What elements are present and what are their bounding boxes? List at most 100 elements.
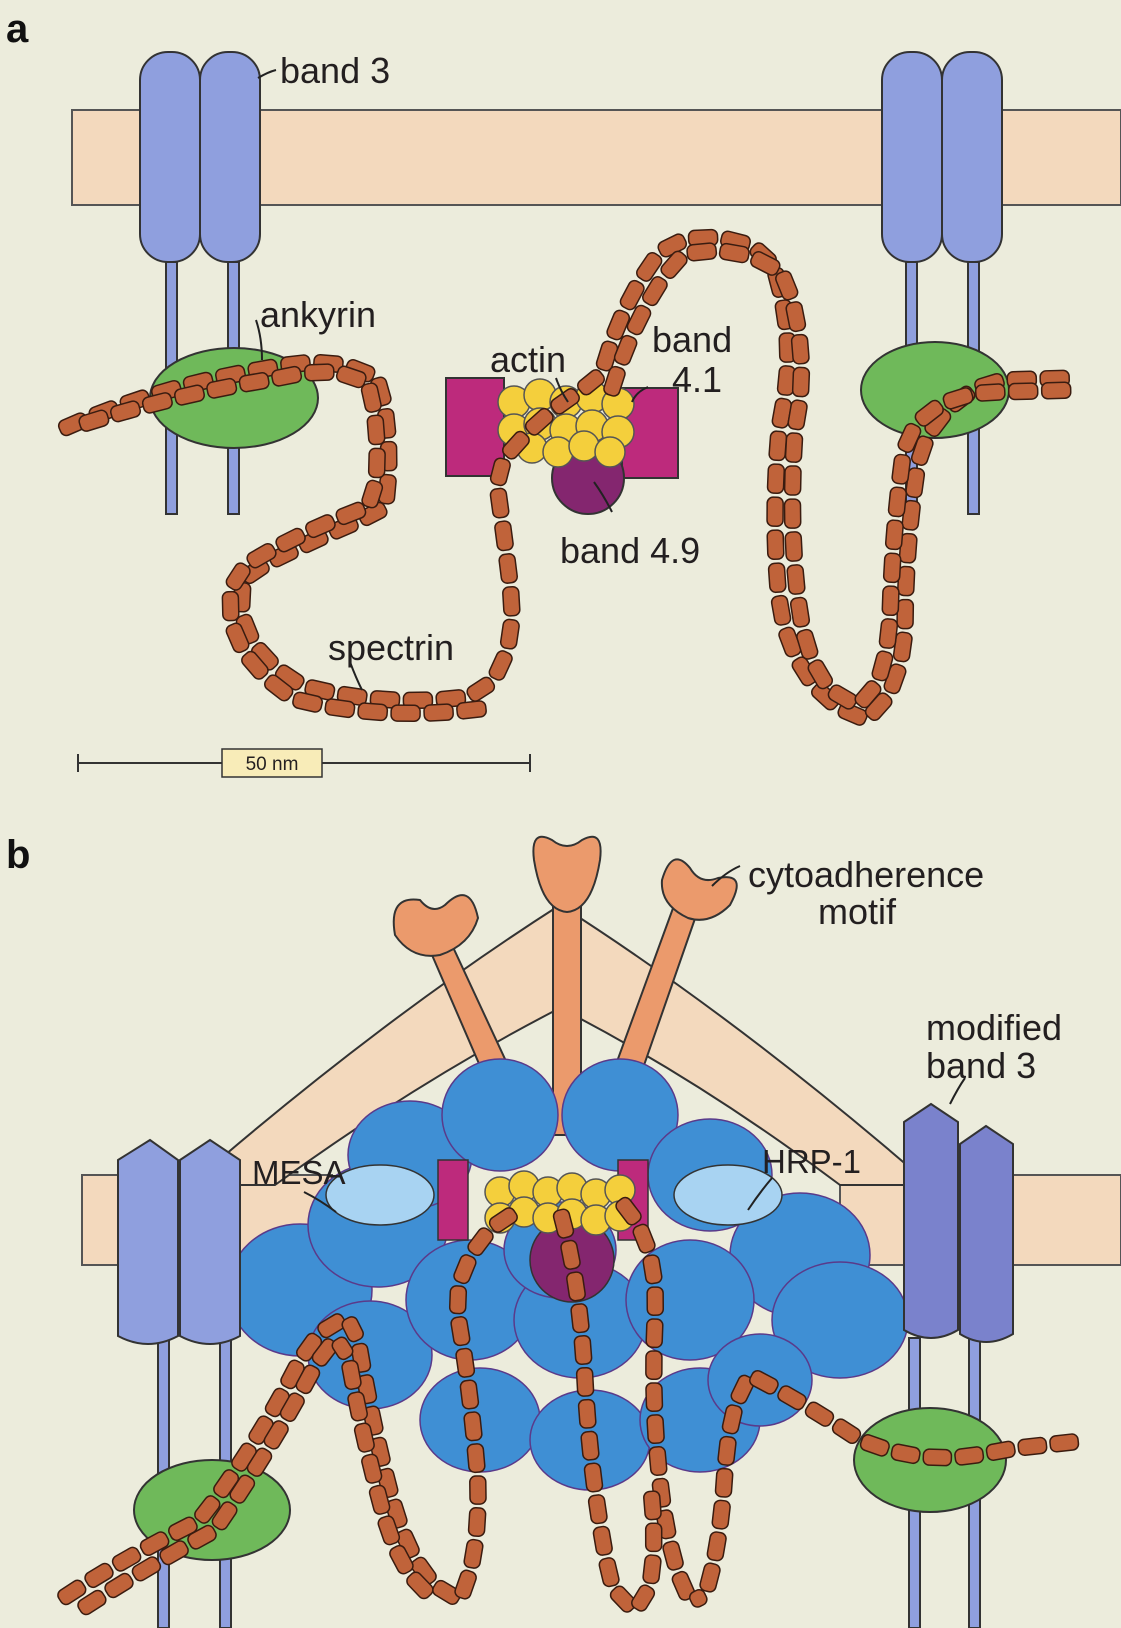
spectrin-segment — [717, 1436, 736, 1466]
panel-b: b — [6, 833, 1121, 1628]
spectrin-segment — [767, 497, 783, 526]
spectrin-segment — [464, 1411, 483, 1441]
spectrin-segment — [785, 532, 802, 562]
mesa-label: MESA — [252, 1154, 346, 1191]
ankyrin-label-a: ankyrin — [260, 294, 376, 335]
spectrin-segment — [468, 1507, 486, 1536]
spectrin-segment — [1049, 1433, 1079, 1452]
spectrin-segment — [975, 384, 1005, 402]
spectrin-segment — [646, 1351, 662, 1379]
spectrin-segment — [712, 1500, 731, 1530]
spectrin-segment — [449, 1286, 466, 1314]
spectrin-segment — [791, 334, 809, 364]
panel-a-letter: a — [6, 7, 29, 51]
spectrin-segment — [1018, 1437, 1048, 1456]
hrp1-label: HRP-1 — [762, 1143, 861, 1180]
spectrin-segment — [391, 705, 420, 721]
spectrin-segment — [576, 1367, 594, 1396]
spectrin-label: spectrin — [328, 627, 454, 668]
band41-label-line1: band — [652, 319, 732, 360]
modified-band3-label-line2: band 3 — [926, 1045, 1036, 1086]
spectrin-segment — [574, 1335, 592, 1364]
spectrin-segment — [358, 703, 388, 721]
spectrin-segment — [598, 1557, 620, 1588]
spectrin-segment — [885, 520, 903, 550]
spectrin-segment — [1042, 382, 1071, 399]
spectrin-segment — [715, 1468, 733, 1497]
modified-band3-dimer-b — [904, 1104, 1013, 1342]
spectrin-segment — [369, 448, 386, 477]
spectrin-segment — [806, 658, 834, 691]
band3-label-a: band 3 — [280, 50, 390, 91]
spectrin-segment — [699, 1562, 721, 1593]
spectrin-segment — [222, 592, 239, 621]
spectrin-segment — [463, 1539, 483, 1569]
spectrin-segment — [795, 628, 819, 660]
spectrin-segment — [490, 488, 510, 519]
band49-label: band 4.9 — [560, 530, 700, 571]
spectrin-segment — [571, 1303, 590, 1333]
spectrin-segment — [631, 1223, 656, 1255]
band3-dimer-left-a — [140, 52, 260, 262]
spectrin-segment — [767, 464, 784, 494]
spectrin-segment — [646, 1319, 663, 1348]
spectrin-segment — [593, 1526, 614, 1556]
spectrin-segment — [470, 1476, 486, 1504]
scale-bar-label: 50 nm — [246, 754, 299, 775]
spectrin-segment — [502, 586, 520, 616]
spectrin-segment — [647, 1415, 665, 1444]
spectrin-segment — [460, 1380, 479, 1410]
spectrin-segment — [465, 675, 497, 703]
spectrin-segment — [787, 564, 806, 594]
spectrin-segment — [954, 1446, 984, 1465]
spectrin-segment — [749, 250, 782, 277]
spectrin-segment — [455, 1348, 475, 1378]
spectrin-segment — [785, 433, 803, 463]
spectrin-segment — [453, 1569, 477, 1601]
spectrin-segment — [706, 1531, 727, 1561]
spectrin-segment — [566, 1271, 586, 1301]
cytoadherence-label-line2: motif — [818, 891, 897, 932]
spectrin-segment — [487, 649, 514, 682]
spectrin-segment — [897, 599, 913, 628]
spectrin-segment — [642, 1554, 661, 1584]
spectrin-segment — [771, 595, 792, 626]
spectrin-segment — [891, 454, 910, 485]
panel-b-letter: b — [6, 833, 30, 877]
spectrin-segment — [767, 530, 784, 559]
spectrin-segment — [803, 1400, 835, 1428]
band3-dimer-left-b — [118, 1140, 240, 1344]
spectrin-segment — [888, 487, 907, 517]
spectrin-segment — [581, 1431, 600, 1461]
spectrin-segment — [646, 1523, 662, 1551]
panel-a: a — [6, 7, 1121, 777]
spectrin-segment — [647, 1287, 663, 1315]
spectrin-segment — [467, 1443, 485, 1473]
spectrin-segment — [498, 553, 517, 584]
spectrin-segment — [494, 520, 514, 551]
modified-band3-label-line1: modified — [926, 1007, 1062, 1048]
band41-label-line2: 4.1 — [672, 359, 722, 400]
spectrin-segment — [785, 466, 802, 495]
spectrin-segment — [367, 415, 385, 445]
spectrin-segment — [784, 499, 800, 528]
band3-dimer-right-a — [882, 52, 1002, 262]
spectrin-segment — [649, 1446, 667, 1476]
spectrin-segment — [792, 367, 809, 397]
spectrin-segment — [424, 704, 454, 721]
spectrin-segment — [324, 698, 355, 718]
spectrin-segment — [883, 553, 901, 583]
spectrin-segment — [578, 1399, 596, 1428]
spectrin-segment — [456, 700, 487, 719]
spectrin-segment — [662, 1540, 685, 1571]
spectrin-segment — [588, 1494, 608, 1524]
cytoadherence-label-line1: cytoadherence — [748, 854, 984, 895]
spectrin-segment — [879, 618, 898, 649]
spectrin-segment — [768, 563, 786, 593]
spectrin-segment — [923, 1449, 952, 1466]
spectrin-segment — [686, 243, 716, 262]
spectrin-segment — [643, 1491, 661, 1520]
spectrin-segment — [500, 619, 520, 650]
